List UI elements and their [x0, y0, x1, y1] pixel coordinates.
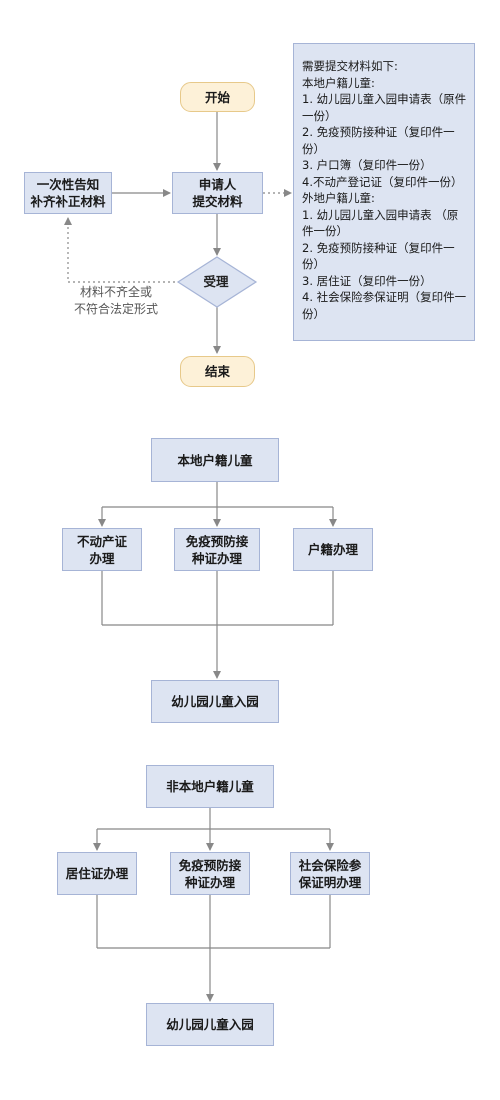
materials-title: 需要提交材料如下: [302, 59, 398, 73]
arrow-accept-to-notify [64, 217, 180, 283]
nonlocal-item: 1. 幼儿园儿童入园申请表 （原件一份） [302, 207, 459, 239]
start-node: 开始 [180, 82, 255, 112]
vaccination-cert-node: 免疫预防接 种证办理 [170, 852, 250, 895]
applicant-submit-node: 申请人 提交材料 [172, 172, 263, 214]
vaccination-cert-node: 免疫预防接 种证办理 [174, 528, 260, 571]
local-item: 3. 户口簿（复印件一份） [302, 158, 432, 172]
condition-label: 材料不齐全或 不符合法定形式 [73, 285, 158, 316]
kindergarten-entry-node: 幼儿园儿童入园 [146, 1003, 274, 1046]
end-node: 结束 [180, 356, 255, 387]
nonlocal-heading: 外地户籍儿童: [302, 191, 375, 205]
local-child-node: 本地户籍儿童 [151, 438, 279, 482]
local-heading: 本地户籍儿童: [302, 75, 375, 90]
property-cert-node: 不动产证 办理 [62, 528, 142, 571]
nonlocal-item: 3. 居住证（复印件一份） [302, 273, 432, 288]
materials-panel: 需要提交材料如下: 本地户籍儿童: 1. 幼儿园儿童入园申请表（原件一份） 2.… [293, 43, 475, 341]
nonlocal-child-node: 非本地户籍儿童 [146, 765, 274, 808]
nonlocal-item: 4. 社会保险参保证明（复印件一份） [302, 290, 467, 321]
accept-label: 受理 [203, 273, 229, 289]
social-insurance-node: 社会保险参 保证明办理 [290, 852, 370, 895]
local-item: 4.不动产登记证（复印件一份） [302, 174, 463, 189]
nonlocal-item: 2. 免疫预防接种证（复印件一份） [302, 240, 455, 272]
local-item: 2. 免疫预防接种证（复印件一份） [302, 125, 455, 156]
household-register-node: 户籍办理 [293, 528, 373, 571]
notify-supplement-node: 一次性告知 补齐补正材料 [24, 172, 112, 214]
kindergarten-entry-node: 幼儿园儿童入园 [151, 680, 279, 723]
accept-diamond [176, 256, 258, 308]
local-item: 1. 幼儿园儿童入园申请表（原件一份） [302, 92, 467, 123]
residence-permit-node: 居住证办理 [57, 852, 137, 895]
